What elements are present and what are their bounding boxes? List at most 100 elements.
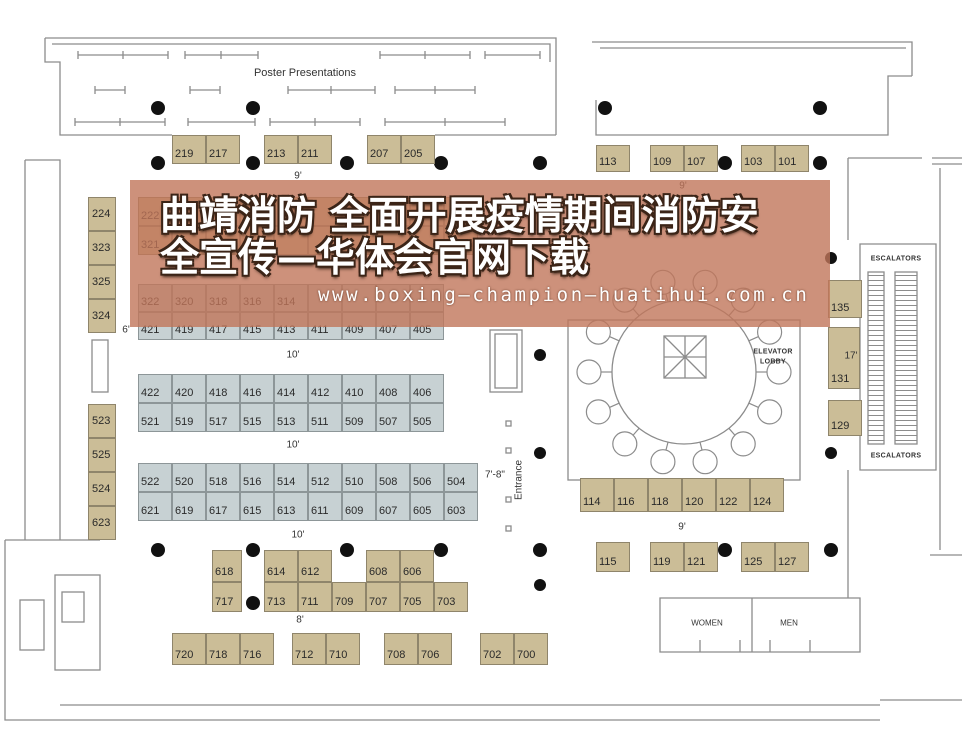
booth-508: 508 xyxy=(376,463,410,492)
booth-number: 410 xyxy=(345,387,364,399)
aisle-width-label: 6' xyxy=(122,324,130,336)
booth-608: 608 xyxy=(366,550,400,582)
booth-127: 127 xyxy=(775,542,809,572)
booth-524: 524 xyxy=(88,472,116,506)
lobby-chair xyxy=(576,359,602,385)
banner-headline-line2: 全宣传—华体会官网下载 xyxy=(160,236,590,281)
booth-number: 323 xyxy=(92,242,111,254)
booth-number: 407 xyxy=(379,324,398,336)
booth-number: 412 xyxy=(311,387,330,399)
booth-number: 510 xyxy=(345,476,364,488)
booth-125: 125 xyxy=(741,542,775,572)
booth-number: 129 xyxy=(831,420,850,432)
column-pillar xyxy=(598,101,612,115)
elevator-label: ELEVATOR xyxy=(753,348,793,356)
booth-number: 416 xyxy=(243,387,262,399)
booth-120: 120 xyxy=(682,478,716,512)
booth-number: 611 xyxy=(311,505,329,517)
booth-number: 712 xyxy=(295,649,314,661)
column-pillar xyxy=(534,447,546,459)
booth-number: 524 xyxy=(92,483,111,495)
booth-number: 408 xyxy=(379,387,398,399)
booth-number: 121 xyxy=(687,556,706,568)
lobby-label: LOBBY xyxy=(760,358,786,366)
booth-612: 612 xyxy=(298,550,332,582)
aisle-width-label: 10' xyxy=(291,529,305,541)
booth-414: 414 xyxy=(274,374,308,403)
booth-number: 119 xyxy=(653,556,671,568)
column-pillar xyxy=(813,101,827,115)
booth-number: 504 xyxy=(447,476,466,488)
booth-119: 119 xyxy=(650,542,684,572)
womens-restroom-label: WOMEN xyxy=(691,618,723,628)
booth-number: 506 xyxy=(413,476,432,488)
booth-506: 506 xyxy=(410,463,444,492)
booth-number: 716 xyxy=(243,649,262,661)
booth-107: 107 xyxy=(684,145,718,172)
booth-number: 700 xyxy=(517,649,536,661)
booth-number: 219 xyxy=(175,148,194,160)
escalators-lower-label: ESCALATORS xyxy=(870,452,922,460)
booth-706: 706 xyxy=(418,633,452,665)
column-pillar xyxy=(718,156,732,170)
booth-522: 522 xyxy=(138,463,172,492)
booth-number: 509 xyxy=(345,416,364,428)
booth-514: 514 xyxy=(274,463,308,492)
lobby-chair-connector xyxy=(608,335,620,342)
booth-219: 219 xyxy=(172,135,206,164)
booth-720: 720 xyxy=(172,633,206,665)
booth-603: 603 xyxy=(444,492,478,521)
column-pillar xyxy=(246,596,260,610)
column-pillar xyxy=(718,543,732,557)
booth-515: 515 xyxy=(240,403,274,432)
column-pillar xyxy=(340,156,354,170)
booth-705: 705 xyxy=(400,582,434,612)
booth-510: 510 xyxy=(342,463,376,492)
column-pillar xyxy=(534,349,546,361)
column-pillar xyxy=(533,156,547,170)
poster-presentations-label: Poster Presentations xyxy=(253,67,357,79)
booth-number: 515 xyxy=(243,416,262,428)
booth-number: 113 xyxy=(599,156,617,168)
booth-number: 517 xyxy=(209,416,228,428)
booth-number: 621 xyxy=(141,505,160,517)
booth-113: 113 xyxy=(596,145,630,172)
booth-114: 114 xyxy=(580,478,614,512)
column-pillar xyxy=(151,156,165,170)
booth-number: 605 xyxy=(413,505,432,517)
booth-124: 124 xyxy=(750,478,784,512)
lobby-chair xyxy=(692,449,718,475)
booth-131: 131 xyxy=(828,327,860,389)
booth-number: 618 xyxy=(215,566,234,578)
booth-416: 416 xyxy=(240,374,274,403)
lobby-chair-connector xyxy=(748,335,760,342)
booth-number: 606 xyxy=(403,566,422,578)
booth-109: 109 xyxy=(650,145,684,172)
booth-number: 703 xyxy=(437,596,456,608)
booth-number: 120 xyxy=(685,496,704,508)
booth-number: 521 xyxy=(141,416,160,428)
booth-number: 116 xyxy=(617,496,635,508)
booth-number: 702 xyxy=(483,649,502,661)
aisle-width-label: 10' xyxy=(286,349,300,361)
booth-number: 717 xyxy=(215,596,234,608)
lobby-chair xyxy=(730,431,756,457)
booth-number: 324 xyxy=(92,310,111,322)
booth-number: 419 xyxy=(175,324,194,336)
booth-number: 414 xyxy=(277,387,296,399)
booth-518: 518 xyxy=(206,463,240,492)
booth-number: 115 xyxy=(599,556,617,568)
booth-410: 410 xyxy=(342,374,376,403)
booth-700: 700 xyxy=(514,633,548,665)
booth-number: 705 xyxy=(403,596,422,608)
banner-url: www.boxing—champion—huatihui.com.cn xyxy=(318,284,810,306)
booth-number: 411 xyxy=(311,324,329,336)
aisle-width-label: 9' xyxy=(294,170,302,182)
booth-213: 213 xyxy=(264,135,298,164)
aisle-width-label: 9' xyxy=(678,521,686,533)
booth-504: 504 xyxy=(444,463,478,492)
booth-number: 325 xyxy=(92,276,111,288)
lobby-chair xyxy=(585,399,612,425)
booth-number: 613 xyxy=(277,505,296,517)
